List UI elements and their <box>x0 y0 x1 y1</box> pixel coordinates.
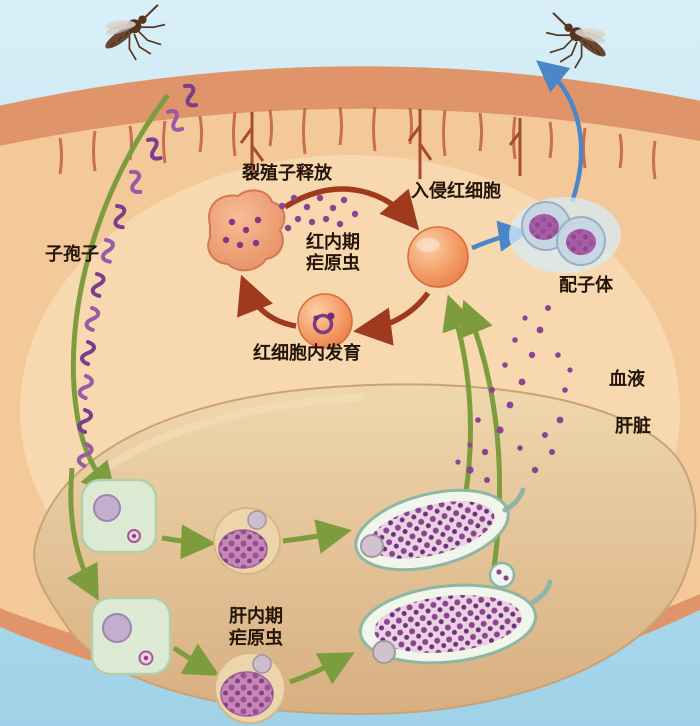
merosome-sac-2 <box>358 579 553 665</box>
arrow-gametocyte-to-mosquito <box>536 60 584 203</box>
label-liver: 肝脏 <box>615 415 651 436</box>
label-hepatic-stage-line1: 肝内期 <box>229 605 283 626</box>
label-hepatic-stage-line2: 疟原虫 <box>229 627 283 648</box>
merozoite-dots <box>278 194 359 232</box>
arrow-liver-stages <box>161 519 355 685</box>
liver-cell-2 <box>90 596 172 676</box>
label-invade-rbc: 入侵红细胞 <box>411 180 501 201</box>
label-erythrocytic-stage-line2: 疟原虫 <box>306 252 360 273</box>
label-erythrocytic-stage-line1: 红内期 <box>306 231 360 252</box>
label-rbc-development: 红细胞内发育 <box>253 342 361 363</box>
skin-hairs <box>58 106 657 180</box>
label-gametocyte: 配子体 <box>559 274 614 295</box>
gametocyte-pair <box>509 197 621 273</box>
liver-schizont-1 <box>213 507 281 575</box>
label-sporozoite: 子孢子 <box>45 243 99 264</box>
arrow-sporozoite-to-liver <box>66 93 170 601</box>
merosome-sac-1 <box>354 487 526 589</box>
red-blood-cell <box>407 226 469 288</box>
erythrocytic-cycle-arrows <box>237 186 431 346</box>
skin-vessels <box>239 109 522 179</box>
liver-schizont-2 <box>214 652 286 724</box>
ruptured-cell <box>207 189 286 272</box>
infected-red-cell <box>297 293 353 349</box>
label-merozoite-release: 裂殖子释放 <box>241 162 333 183</box>
liver-cell-1 <box>80 478 158 554</box>
label-blood: 血液 <box>609 368 646 389</box>
blood-dot-trail <box>455 305 573 483</box>
